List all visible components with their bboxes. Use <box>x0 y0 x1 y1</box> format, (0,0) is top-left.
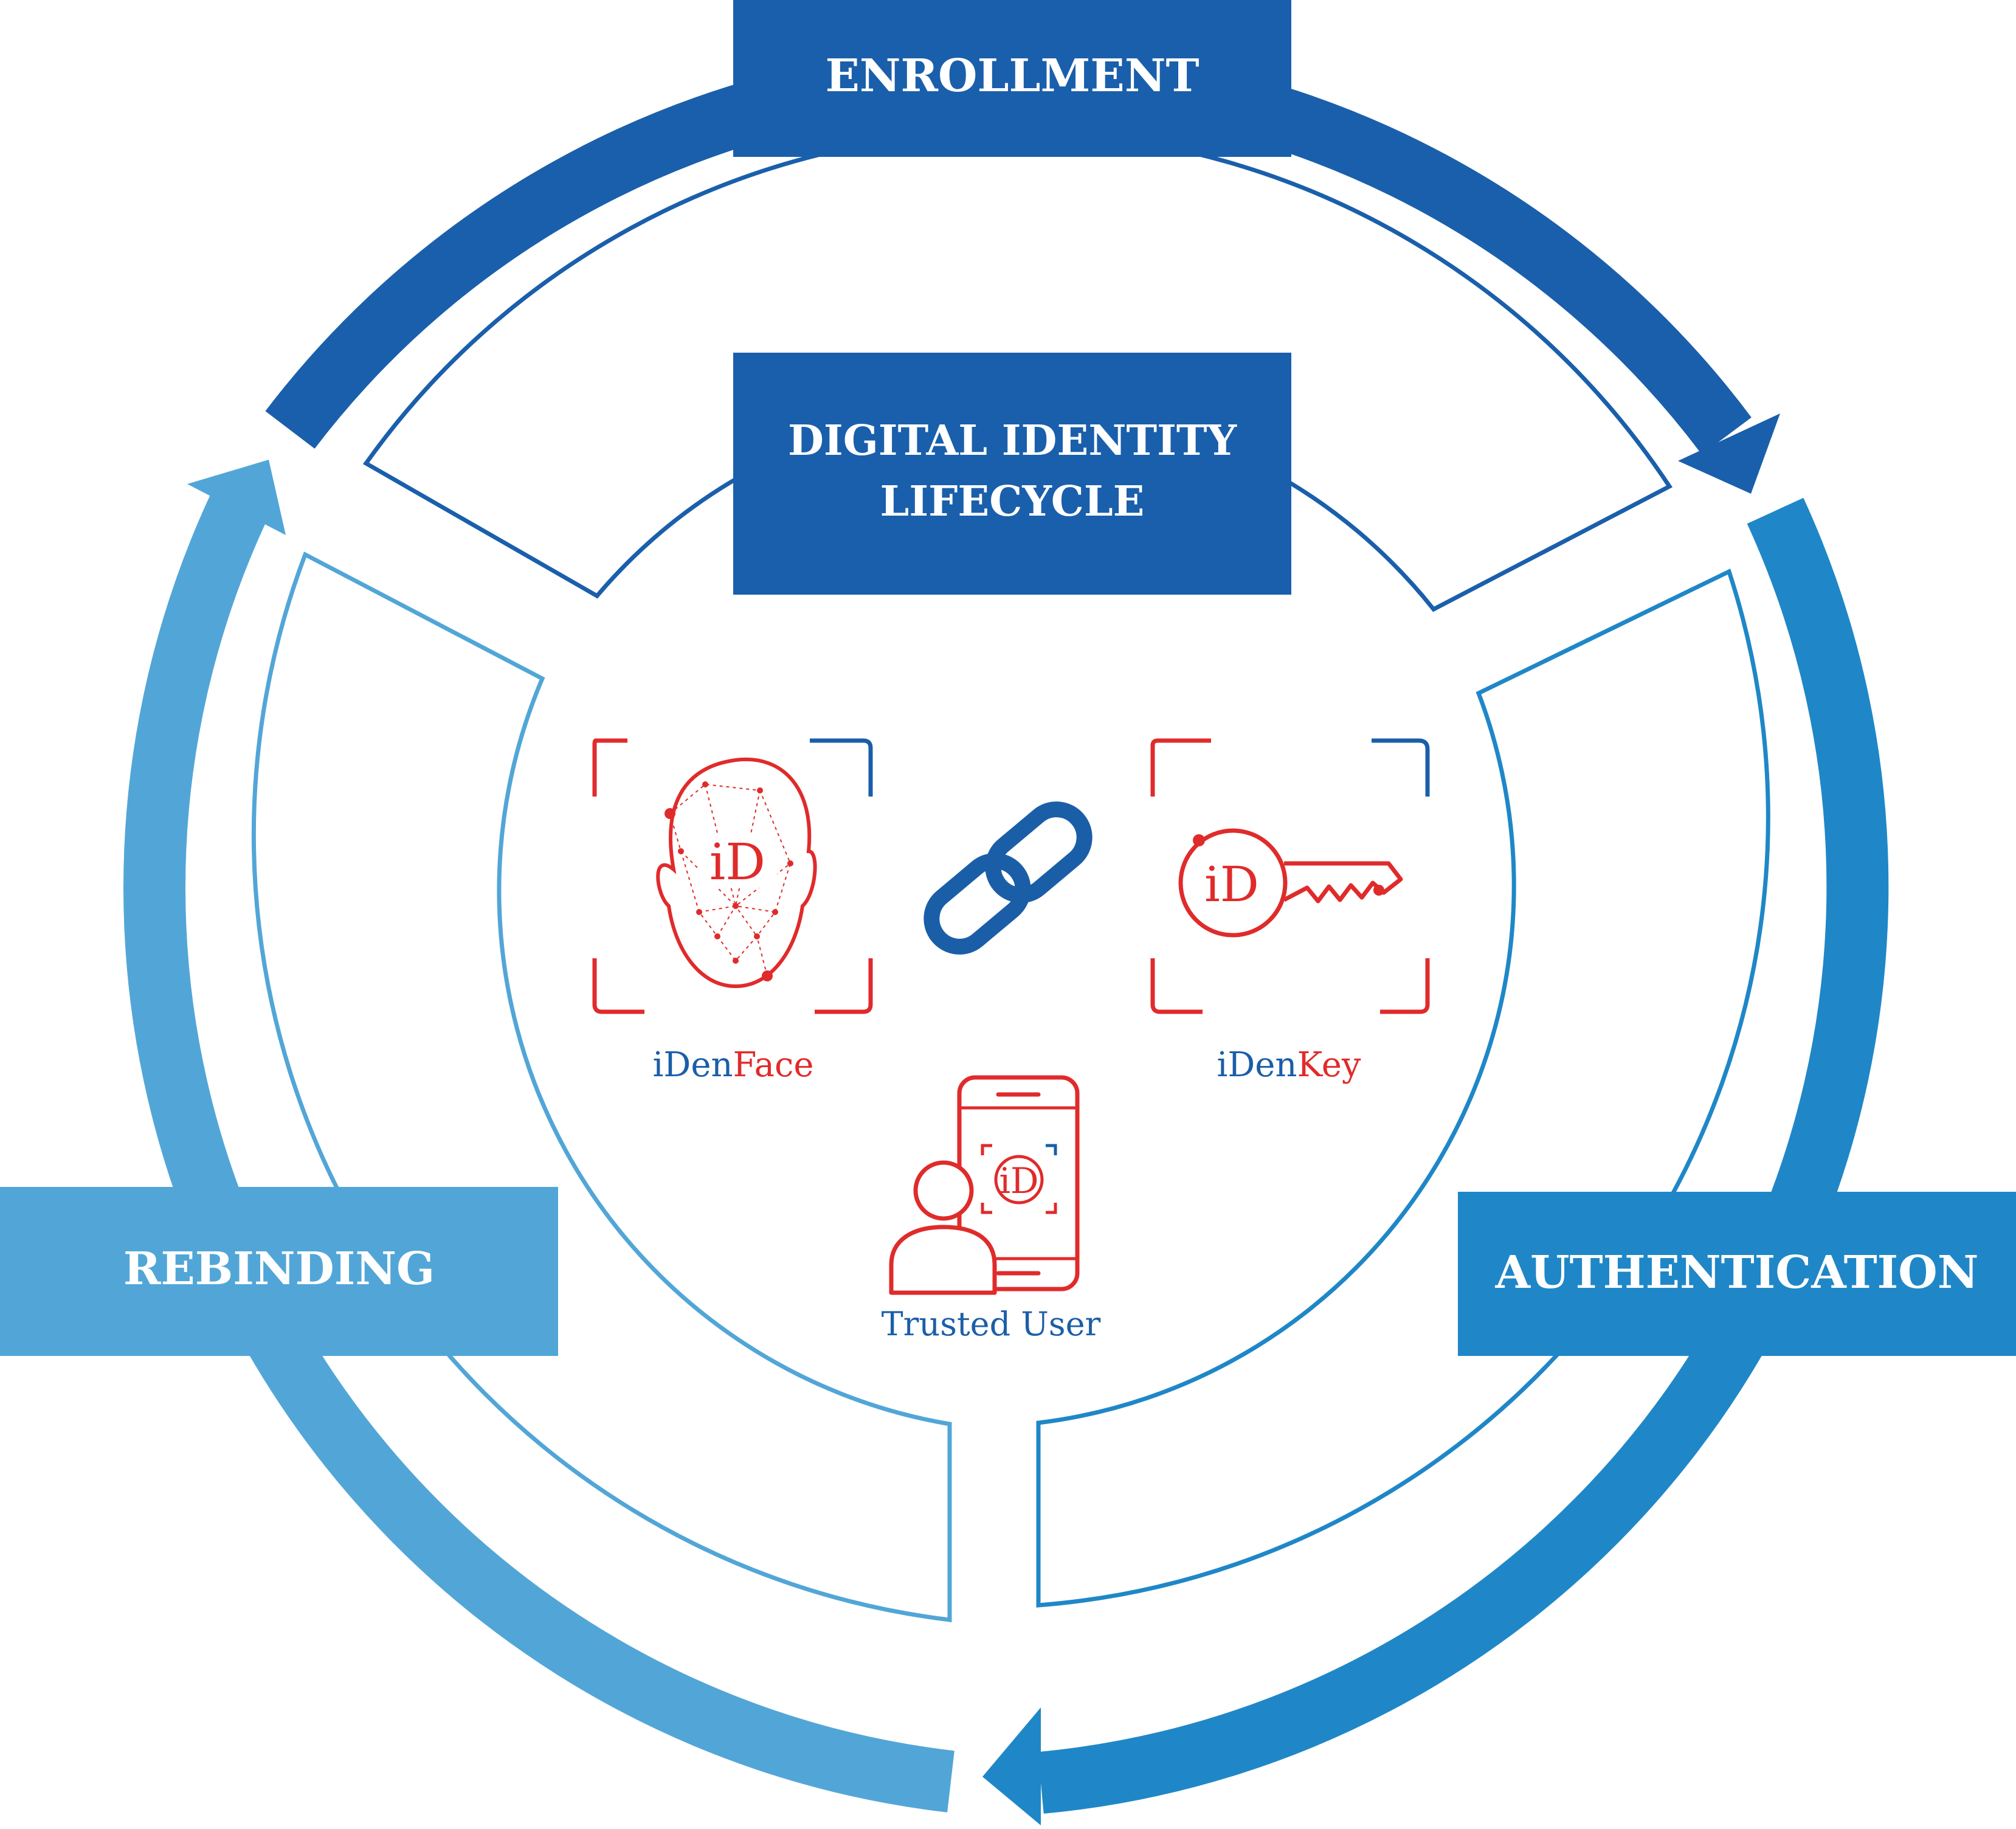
rebinding-label-box: REBINDING <box>0 1187 558 1356</box>
idenface-suffix: Face <box>733 1045 814 1085</box>
face-id-badge: iD <box>709 834 765 891</box>
title-line-1: DIGITAL IDENTITY <box>788 417 1238 465</box>
face-scan-icon: iD <box>592 738 873 1014</box>
authentication-label: AUTHENTICATION <box>1495 1246 1979 1299</box>
key-id-badge: iD <box>1204 856 1259 913</box>
user-icon <box>889 1160 997 1295</box>
enrollment-label-box: ENROLLMENT <box>733 0 1291 157</box>
idenface-prefix: iDen <box>653 1045 733 1085</box>
inner-segment-left <box>251 551 952 1622</box>
title-line-2: LIFECYCLE <box>880 477 1145 526</box>
authentication-label-box: AUTHENTICATION <box>1458 1192 2016 1356</box>
idenkey-prefix: iDen <box>1217 1045 1297 1085</box>
rebinding-label: REBINDING <box>123 1243 435 1295</box>
phone-id-badge: iD <box>999 1160 1038 1201</box>
idenkey-label: iDenKey <box>1217 1045 1361 1085</box>
idenkey-suffix: Key <box>1297 1045 1361 1085</box>
key-icon: iD <box>1150 738 1430 1014</box>
trusted-user-label: Trusted User <box>882 1305 1101 1343</box>
authentication-arrow <box>982 497 1889 1825</box>
title-box: DIGITAL IDENTITY LIFECYCLE <box>733 353 1291 595</box>
enrollment-label: ENROLLMENT <box>825 50 1199 102</box>
inner-segment-right <box>1036 569 1770 1608</box>
link-icon <box>923 801 1093 955</box>
idenface-label: iDenFace <box>653 1045 814 1085</box>
